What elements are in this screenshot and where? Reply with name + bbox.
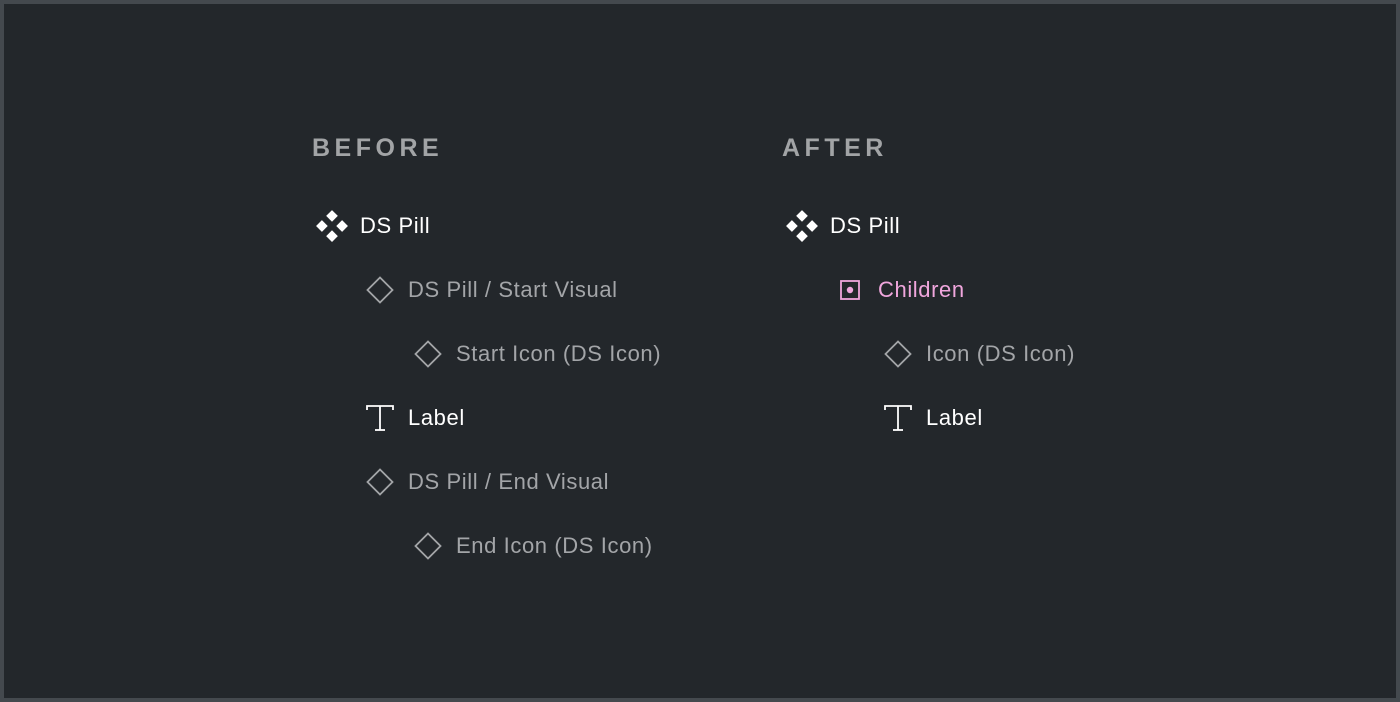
layer-label: End Icon (DS Icon): [456, 533, 653, 558]
after-heading: AFTER: [782, 134, 888, 162]
layer-label: DS Pill: [830, 213, 901, 238]
before-layer-start-icon[interactable]: Start Icon (DS Icon): [408, 322, 661, 386]
before-layer-ds-pill[interactable]: DS Pill: [312, 194, 661, 258]
layer-label: Icon (DS Icon): [926, 341, 1076, 366]
after-layer-ds-pill[interactable]: DS Pill: [782, 194, 1075, 258]
before-layer-end-visual[interactable]: DS Pill / End Visual: [360, 450, 661, 514]
after-column: AFTER DS Pill: [782, 130, 1075, 450]
layer-label: DS Pill: [360, 213, 431, 238]
instance-icon: [878, 334, 918, 374]
before-layer-end-icon[interactable]: End Icon (DS Icon): [408, 514, 661, 578]
before-column: BEFORE DS Pill: [312, 130, 661, 578]
layer-label: DS Pill / End Visual: [408, 469, 610, 494]
text-icon: [878, 398, 918, 438]
text-icon: [360, 398, 400, 438]
instance-icon: [360, 462, 400, 502]
layer-label: Label: [408, 405, 465, 430]
after-layer-children[interactable]: Children: [830, 258, 1075, 322]
layer-label: Children: [878, 277, 965, 302]
before-layer-label[interactable]: Label: [360, 386, 661, 450]
after-layer-label[interactable]: Label: [878, 386, 1075, 450]
instance-icon: [408, 334, 448, 374]
instance-icon: [360, 270, 400, 310]
instance-icon: [408, 526, 448, 566]
after-layer-tree: DS Pill Children Icon (DS Icon): [782, 194, 1075, 450]
component-icon: [312, 206, 352, 246]
before-layer-tree: DS Pill DS Pill / Start Visual Start Ico…: [312, 194, 661, 578]
layer-label: DS Pill / Start Visual: [408, 277, 618, 302]
component-icon: [782, 206, 822, 246]
layer-label: Label: [926, 405, 983, 430]
before-heading: BEFORE: [312, 134, 444, 162]
after-layer-icon[interactable]: Icon (DS Icon): [878, 322, 1075, 386]
slot-icon: [830, 270, 870, 310]
layer-label: Start Icon (DS Icon): [456, 341, 662, 366]
before-layer-start-visual[interactable]: DS Pill / Start Visual: [360, 258, 661, 322]
